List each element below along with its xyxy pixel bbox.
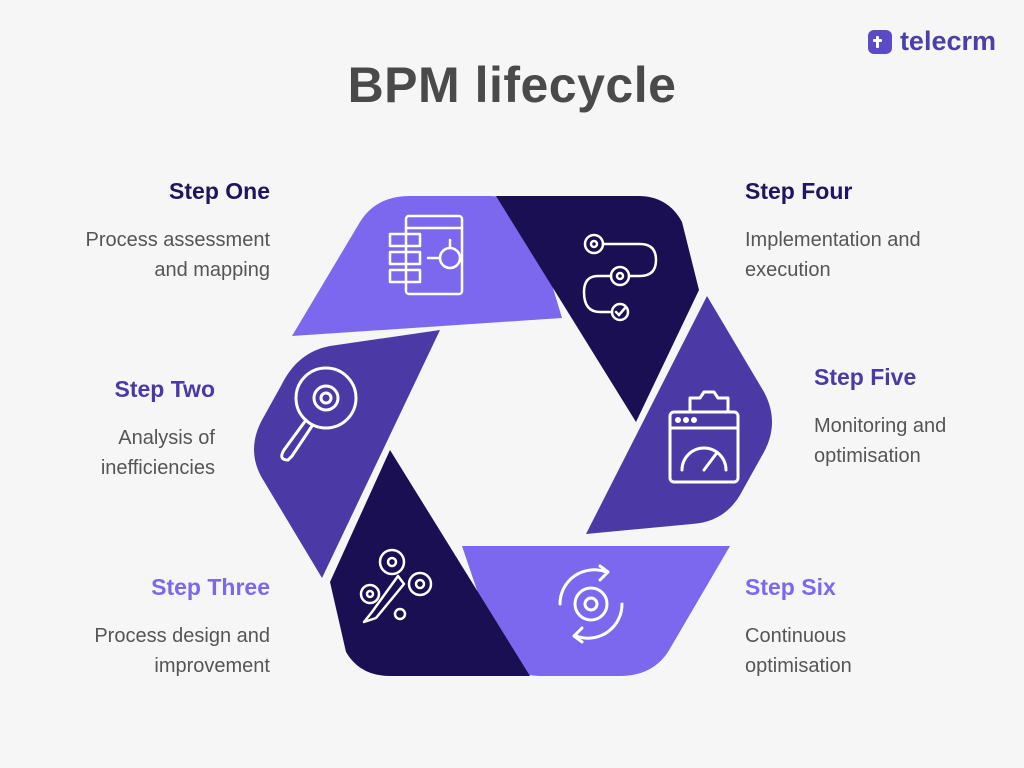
step-description: Continuous optimisation [745,621,1024,681]
step-description-line: Process assessment [85,229,270,251]
step-heading: Step One [169,178,270,204]
step-heading: Step Four [745,178,853,204]
step-four: Step Four Implementation and execution [745,178,1024,285]
step-description-line: optimisation [745,655,852,677]
step-description-line: Continuous [745,625,847,647]
step-description: Analysis of inefficiencies [0,423,215,483]
pencil-gears-icon [359,548,433,624]
segment-step-six [462,546,730,676]
cycle-gear-icon [558,564,624,644]
step-description-line: execution [745,259,831,281]
segment-step-three [330,450,530,676]
step-five: Step Five Monitoring and optimisation [814,364,1024,471]
step-description-line: Analysis of [118,427,215,449]
process-mapping-icon [388,214,464,296]
step-description-line: improvement [154,655,270,677]
step-heading: Step Five [814,364,917,390]
segment-step-five [586,296,772,534]
brand-logo: telecrm [867,26,996,57]
step-description: Process assessment and mapping [0,225,270,285]
step-description-line: Process design and [94,625,270,647]
step-heading: Step Three [151,574,270,600]
step-description-line: and mapping [154,259,270,281]
brand-name: telecrm [899,26,996,56]
dashboard-gauge-icon [668,390,740,484]
step-description: Process design and improvement [0,621,270,681]
segment-step-four [496,196,699,422]
step-description-line: Monitoring and [814,415,947,437]
step-six: Step Six Continuous optimisation [745,574,1024,681]
step-two: Step Two Analysis of inefficiencies [0,376,215,483]
step-description: Implementation and execution [745,225,1024,285]
step-description-line: inefficiencies [100,457,215,479]
magnifier-gear-icon [280,366,358,462]
segment-step-two [254,330,440,578]
step-description-line: Implementation and [745,229,921,251]
step-heading: Step Six [745,574,836,600]
page-title: BPM lifecycle [347,57,677,113]
segment-step-one [292,196,562,336]
step-description-line: optimisation [814,445,921,467]
step-three: Step Three Process design and improvemen… [0,574,270,681]
telecrm-logo-icon [867,29,892,54]
step-description: Monitoring and optimisation [814,411,1024,471]
step-one: Step One Process assessment and mapping [0,178,270,285]
gears-workflow-icon [582,233,658,322]
step-heading: Step Two [114,376,215,402]
